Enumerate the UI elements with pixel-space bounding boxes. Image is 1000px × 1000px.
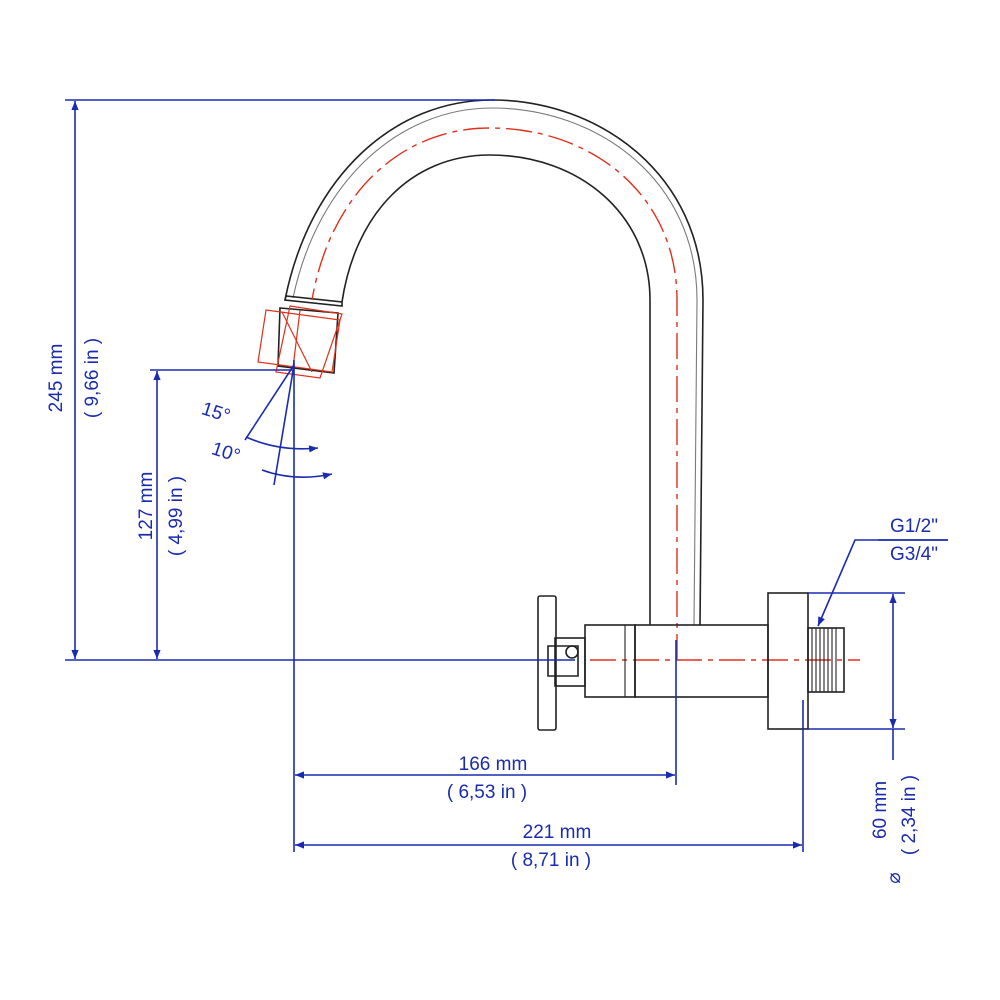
dimension-lines [65, 99, 948, 852]
height-127-inch-label: ( 4,99 in ) [166, 476, 187, 556]
spout-centerline [311, 127, 678, 660]
cross-handle [537, 595, 557, 731]
valve-collar [584, 624, 636, 698]
valve-body [634, 624, 769, 698]
angle-15-arc [245, 436, 319, 453]
flange-60-inch-label: ( 2,34 in ) [899, 775, 920, 855]
reach-166-inch-label: ( 6,53 in ) [447, 782, 527, 803]
spout-outer-outline [284, 99, 704, 626]
thread-g34-label: G3/4" [890, 544, 938, 565]
angle-10-arc [261, 469, 333, 480]
wall-flange [767, 592, 809, 730]
thread-g12-label: G1/2" [890, 516, 938, 537]
angle-10-label: 10° [209, 438, 243, 467]
reach-166-label: 166 mm [459, 754, 528, 775]
height-127-label: 127 mm [136, 472, 157, 541]
angle-15-label: 15° [199, 398, 233, 427]
spout-inner-outline [341, 154, 651, 625]
spout-highlight [292, 107, 698, 626]
faucet-body [257, 99, 860, 731]
flange-60-label: 60 mm [870, 781, 891, 839]
threaded-connector [807, 627, 845, 693]
reach-221-inch-label: ( 8,71 in ) [511, 850, 591, 871]
height-245-inch-label: ( 9,66 in ) [82, 338, 103, 418]
handle-hub [547, 645, 579, 677]
handle-stem [554, 637, 586, 687]
diameter-symbol: ⌀ [884, 872, 905, 883]
aerator [257, 305, 343, 379]
handle-screw [565, 645, 579, 659]
spout-tip [284, 295, 343, 307]
reach-221-label: 221 mm [523, 822, 592, 843]
dimension-labels: 245 mm ( 9,66 in ) 127 mm ( 4,99 in ) 15… [46, 338, 938, 884]
height-245-label: 245 mm [46, 344, 67, 413]
